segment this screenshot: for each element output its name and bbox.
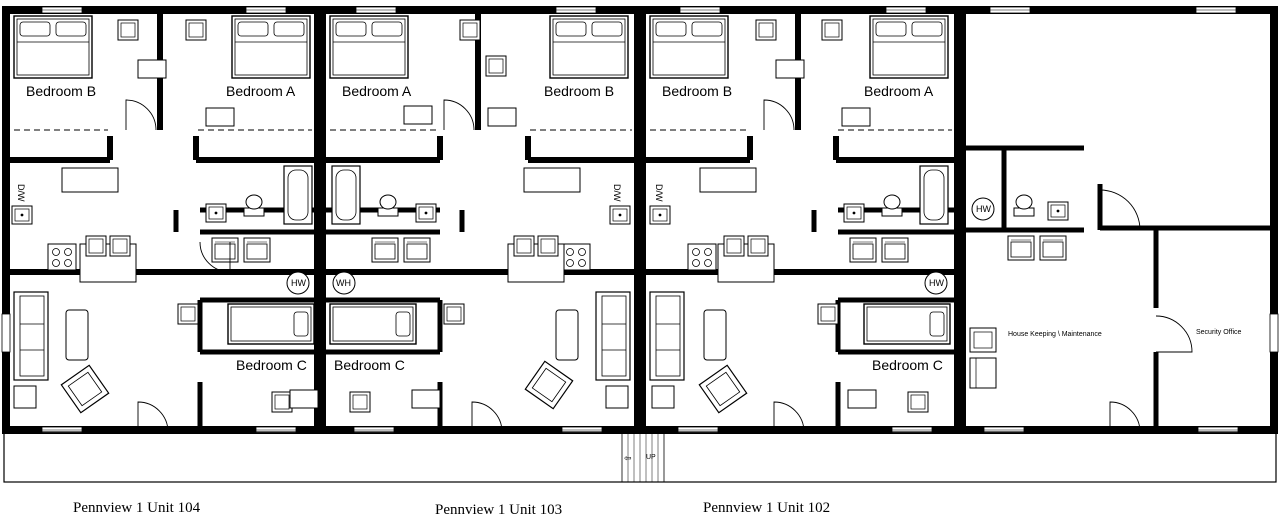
- room-label: Bedroom B: [26, 83, 96, 99]
- service-wing: HW House Keeping \ Maintenance Security …: [958, 6, 1279, 434]
- unit-104-caption: Pennview 1 Unit 104: [73, 500, 201, 516]
- room-label: Bedroom B: [544, 83, 614, 99]
- room-label: Bedroom B: [662, 83, 732, 99]
- unit-104: Bedroom B Bedroom A Bedroom C D/W HW: [1, 6, 322, 434]
- housekeeping-label: House Keeping \ Maintenance: [1008, 331, 1102, 338]
- stair-up-label: UP: [646, 454, 656, 461]
- dishwasher-tag: D/W: [654, 184, 664, 202]
- dishwasher-tag: D/W: [16, 184, 26, 202]
- unit-103-caption: Pennview 1 Unit 103: [435, 502, 563, 518]
- room-label: Bedroom A: [226, 83, 296, 99]
- room-label: Bedroom A: [342, 83, 412, 99]
- room-label: Bedroom C: [334, 357, 405, 373]
- dishwasher-tag: D/W: [612, 184, 622, 202]
- water-heater-tag: HW: [976, 204, 991, 214]
- unit-103: Bedroom A Bedroom B Bedroom C D/W WH: [318, 6, 642, 434]
- water-heater-tag: HW: [929, 278, 944, 288]
- water-heater-tag: HW: [291, 278, 306, 288]
- room-label: Bedroom C: [236, 357, 307, 373]
- stair-arrow-icon: ⇦: [624, 453, 632, 463]
- room-label: Bedroom A: [864, 83, 934, 99]
- room-label: Bedroom C: [872, 357, 943, 373]
- front-walkway: ⇦ UP: [3, 431, 1277, 483]
- unit-102-caption: Pennview 1 Unit 102: [703, 500, 831, 516]
- unit-102: Bedroom B Bedroom A Bedroom C D/W HW: [638, 6, 962, 434]
- security-office-label: Security Office: [1196, 329, 1241, 336]
- water-heater-tag: WH: [336, 278, 351, 288]
